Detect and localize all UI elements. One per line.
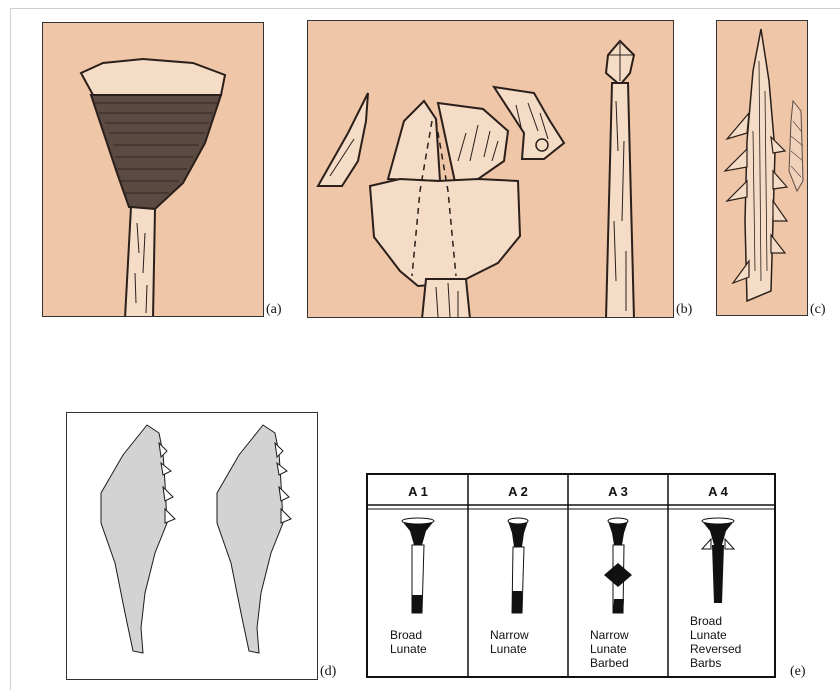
classification-table-graphic: A 1 A 2 A 3 A 4 <box>368 475 774 676</box>
label-b: (b) <box>676 302 692 318</box>
frame-top-border <box>10 8 840 9</box>
arrowhead-icon-a4 <box>702 518 734 603</box>
transverse-arrowhead-drawing <box>43 23 264 317</box>
arrowhead-icon-a1 <box>402 518 434 613</box>
table-header-a4: A 4 <box>708 484 729 499</box>
arrowhead-icon-a3 <box>604 518 632 613</box>
desc-a1-line2: Lunate <box>390 642 427 656</box>
label-d: (d) <box>320 664 336 680</box>
table-header-a2: A 2 <box>508 484 528 499</box>
label-a: (a) <box>266 302 282 318</box>
frame-left-border <box>10 8 11 690</box>
desc-a1-line1: Broad <box>390 628 422 642</box>
panel-d-drawing <box>66 412 318 680</box>
table-header-a3: A 3 <box>608 484 628 499</box>
table-header-a1: A 1 <box>408 484 428 499</box>
panel-b-drawing <box>307 20 674 318</box>
barbed-arrowhead-drawing <box>308 21 674 318</box>
label-e: (e) <box>790 664 806 680</box>
arrowhead-icon-a2 <box>508 518 528 613</box>
panel-c-drawing <box>716 20 808 316</box>
panel-a-drawing <box>42 22 264 317</box>
desc-a3-line2: Lunate <box>590 642 627 656</box>
desc-a2-line1: Narrow <box>490 628 529 642</box>
desc-a3-line1: Narrow <box>590 628 629 642</box>
desc-a4-line1: Broad <box>690 614 722 628</box>
barbed-point-drawing <box>717 21 808 316</box>
barbed-silhouettes <box>67 413 318 680</box>
desc-a4-line2: Lunate <box>690 628 727 642</box>
desc-a4-line3: Reversed <box>690 642 741 656</box>
label-c: (c) <box>810 302 826 318</box>
desc-a4-line4: Barbs <box>690 656 721 670</box>
desc-a2-line2: Lunate <box>490 642 527 656</box>
desc-a3-line3: Barbed <box>590 656 629 670</box>
panel-e-classification-table: A 1 A 2 A 3 A 4 <box>366 473 776 678</box>
